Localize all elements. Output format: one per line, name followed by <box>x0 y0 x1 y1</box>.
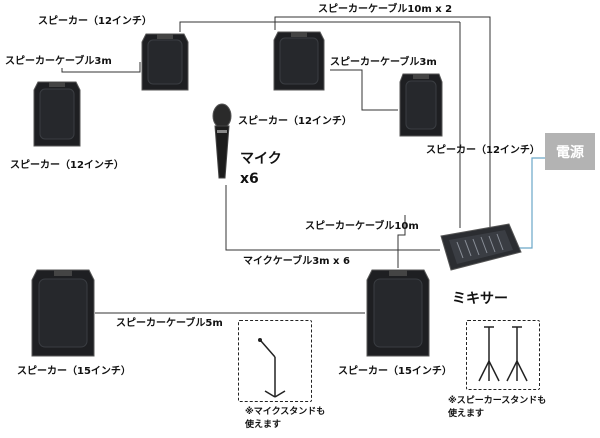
mic-stand-note-line-2: 使えます <box>245 420 282 430</box>
speaker-12inch-mid <box>273 31 325 91</box>
label-speaker-12inch-mid: スピーカー（12インチ） <box>238 116 352 127</box>
label-mixer: ミキサー <box>452 291 508 307</box>
label-mic: マイク <box>240 151 282 167</box>
label-speaker-cable-3m-right: スピーカーケーブル3m <box>330 57 437 68</box>
label-speaker-12inch-right: スピーカー（12インチ） <box>426 145 540 156</box>
power-cable <box>518 157 545 249</box>
speaker-cable-3m-left <box>61 62 141 73</box>
speaker-stand-box <box>466 320 540 390</box>
label-speaker-cable-3m-left: スピーカーケーブル3m <box>5 56 112 67</box>
label-speaker-15inch-right: スピーカー（15インチ） <box>338 366 452 377</box>
speaker-cable-10m-x2-mid <box>274 16 491 228</box>
mic-stand-box <box>238 320 312 402</box>
mic-stand-note-line-1: ※マイクスタンドも <box>245 407 326 417</box>
speaker-cable-10m-x2-top <box>179 21 460 32</box>
speaker-stand-icon <box>478 326 528 382</box>
label-speaker-cable-10m: スピーカーケーブル10m <box>305 221 419 232</box>
speaker-12inch-top <box>141 33 189 91</box>
label-mic-cable: マイクケーブル3m x 6 <box>243 256 350 267</box>
speaker-stand-note-line-1: ※スピーカースタンドも <box>448 396 547 406</box>
mixer-icon <box>440 223 522 271</box>
speaker-12inch-right <box>399 73 443 137</box>
speaker-cable-3m-right <box>330 69 398 111</box>
mic-cable <box>225 185 440 251</box>
power-source-box: 電源 <box>545 133 595 170</box>
speaker-12inch-left <box>33 81 81 147</box>
label-speaker-15inch-left: スピーカー（15インチ） <box>17 366 131 377</box>
label-speaker-12inch-left: スピーカー（12インチ） <box>10 160 124 171</box>
mic-stand-icon <box>258 338 286 398</box>
speaker-15inch-left <box>31 269 95 357</box>
label-mic-count: x6 <box>240 171 259 187</box>
microphone-icon <box>212 103 232 179</box>
label-speaker-cable-10m-x2: スピーカーケーブル10m x 2 <box>318 4 453 15</box>
speaker-cable-10m <box>397 215 406 268</box>
label-speaker-12inch-top: スピーカー（12インチ） <box>38 16 152 27</box>
speaker-15inch-right <box>366 269 430 357</box>
speaker-stand-note-line-2: 使えます <box>448 409 485 419</box>
label-speaker-cable-5m: スピーカーケーブル5m <box>116 318 223 329</box>
